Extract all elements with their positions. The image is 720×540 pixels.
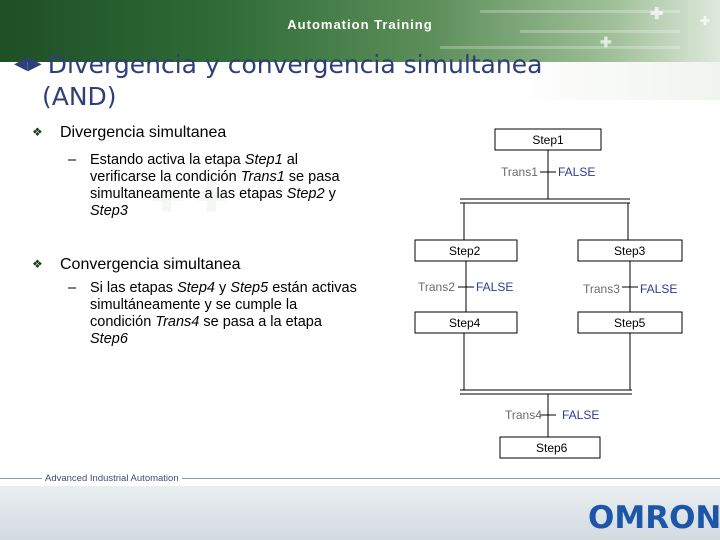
step1-label: Step1 — [532, 133, 564, 147]
plus-icon: ✚ — [600, 34, 612, 50]
trans3-label: Trans3 — [583, 282, 620, 296]
trans2-label: Trans2 — [418, 280, 455, 294]
decorative-streak — [480, 10, 680, 13]
step3-label: Step3 — [614, 244, 646, 258]
plus-icon: ✚ — [700, 14, 711, 28]
step6-label: Step6 — [536, 441, 568, 455]
footer-bar — [0, 486, 720, 540]
step6-box[interactable] — [499, 436, 601, 459]
step4-box[interactable] — [414, 311, 518, 334]
header-banner: ✚ ✚ ✚ Automation Training — [0, 0, 720, 62]
slide-title: ◀▶Divergencia y convergencia simultanea … — [14, 48, 542, 113]
diamond-bullet-icon: ❖ — [32, 257, 43, 271]
slide-title-line2: (AND) — [42, 82, 117, 111]
trans4-condition: FALSE — [562, 408, 599, 422]
sub-bullet-divergencia: – Estando activa la etapa Step1 al verif… — [68, 152, 360, 220]
plus-icon: ✚ — [650, 6, 664, 23]
header-title: Automation Training — [287, 17, 433, 32]
footer-label: Advanced Industrial Automation — [42, 473, 182, 484]
step5-label: Step5 — [614, 316, 646, 330]
step4-label: Step4 — [449, 316, 481, 330]
slide-title-line1: Divergencia y convergencia simultanea — [47, 50, 543, 79]
diamond-bullet-icon: ❖ — [32, 125, 43, 139]
sub-text: Si las etapas Step4 y Step5 están activa… — [90, 280, 357, 347]
bullet-convergencia: ❖ Convergencia simultanea — [32, 256, 241, 274]
title-band — [0, 62, 720, 100]
decorative-streak — [440, 46, 680, 49]
trans3-condition: FALSE — [640, 282, 677, 296]
bullet-divergencia: ❖ Divergencia simultanea — [32, 124, 227, 142]
watermark: ✚ ✚ — [150, 176, 229, 220]
dash-marker: – — [68, 280, 77, 296]
step2-label: Step2 — [449, 244, 481, 258]
trans1-condition: FALSE — [558, 165, 595, 179]
dash-marker: – — [68, 152, 77, 168]
bullet-text: Convergencia simultanea — [60, 256, 241, 273]
trans2-condition: FALSE — [476, 280, 513, 294]
double-arrow-icon: ◀▶ — [14, 53, 42, 74]
decorative-streak — [520, 30, 680, 33]
footer-divider — [0, 478, 720, 479]
sub-bullet-convergencia: – Si las etapas Step4 y Step5 están acti… — [68, 280, 360, 348]
sub-text: Estando activa la etapa Step1 al verific… — [90, 152, 340, 219]
trans1-label: Trans1 — [501, 165, 538, 179]
trans4-label: Trans4 — [505, 408, 542, 422]
bullet-text: Divergencia simultanea — [60, 124, 227, 141]
omron-logo: OMRON — [588, 500, 720, 536]
